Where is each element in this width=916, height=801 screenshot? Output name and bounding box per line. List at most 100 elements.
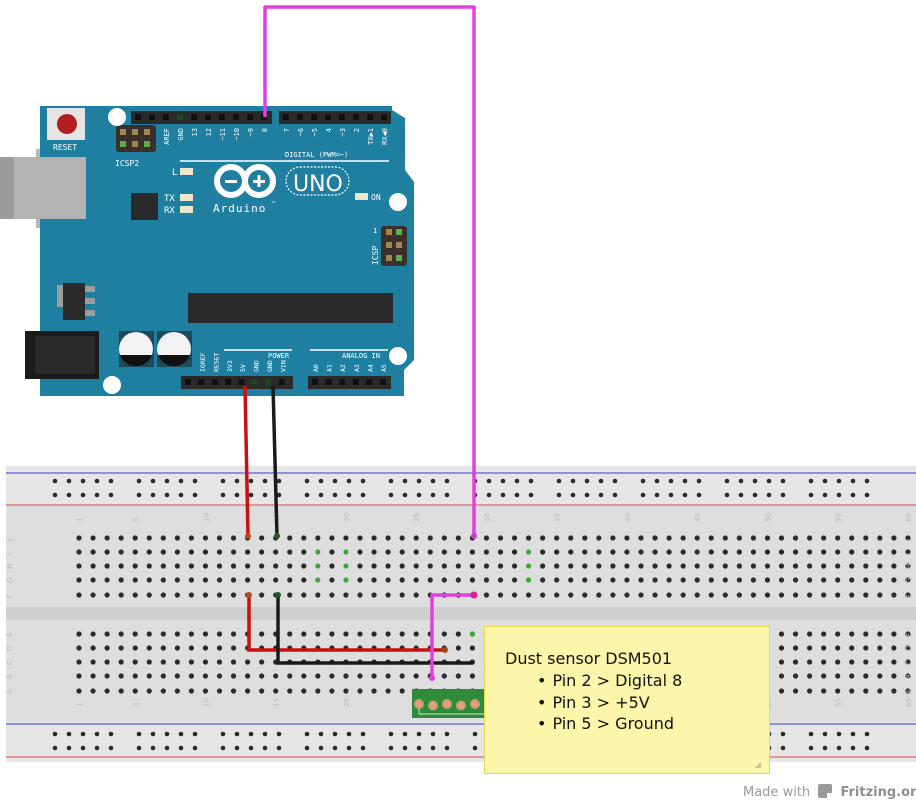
5v-wire-lower[interactable] (247, 595, 445, 652)
breadboard-hole (301, 688, 307, 694)
breadboard-hole (877, 577, 883, 583)
breadboard-hole (863, 673, 869, 679)
header-pin (205, 114, 211, 120)
digital-pin-label: ~9 (247, 128, 255, 136)
rail-hole (220, 731, 226, 737)
breadboard-hole (441, 673, 447, 679)
breadboard-hole (666, 535, 672, 541)
breadboard-hole (90, 563, 96, 569)
breadboard-hole (259, 688, 265, 694)
breadboard-hole (680, 563, 686, 569)
rail-hole (836, 478, 842, 484)
breadboard-hole (792, 688, 799, 694)
jumper-wire[interactable] (430, 593, 474, 678)
rail-hole (444, 492, 450, 498)
breadboard-hole (497, 549, 504, 555)
breadboard-hole (245, 688, 251, 694)
breadboard-hole (469, 563, 475, 569)
rail-hole (598, 492, 604, 498)
breadboard-hole (792, 631, 799, 637)
breadboard-hole (849, 673, 855, 679)
column-label: 1 (76, 703, 84, 707)
column-label: 20 (343, 698, 351, 707)
rail-hole (318, 478, 324, 484)
usb-body-shade (0, 157, 14, 219)
resize-grip-icon[interactable]: ◢ (754, 760, 761, 769)
header-pin (211, 379, 218, 385)
breadboard-hole (849, 659, 855, 665)
rail-hole (766, 492, 772, 498)
breadboard-hole (821, 659, 827, 665)
gnd-wire-lower[interactable] (276, 595, 473, 665)
breadboard-hole (230, 535, 237, 541)
row-label: C (6, 660, 14, 665)
breadboard-hole (511, 592, 518, 598)
breadboard-hole (216, 659, 223, 665)
breadboard-hole (245, 673, 251, 679)
rail-hole (738, 478, 744, 484)
breadboard-hole (118, 535, 124, 541)
rail-hole (416, 745, 422, 751)
breadboard-hole (245, 563, 251, 569)
rail-hole (528, 478, 534, 484)
breadboard-hole (160, 577, 166, 583)
rail-hole (402, 731, 408, 737)
row-label: D (6, 646, 14, 651)
breadboard-hole (877, 673, 883, 679)
rail-hole (472, 745, 478, 751)
breadboard-hole (792, 673, 799, 679)
voltage-regulator-leg (85, 310, 95, 316)
breadboard-hole (694, 592, 700, 598)
icsp2-pin (144, 129, 150, 135)
breadboard-hole (497, 577, 504, 583)
breadboard-hole (652, 592, 658, 598)
rail-hole (850, 731, 856, 737)
voltage-regulator-body (63, 283, 85, 320)
voltage-regulator-leg (85, 298, 95, 304)
digital-pin-label: ~6 (297, 128, 305, 136)
breadboard-hole (385, 577, 391, 583)
breadboard-hole (764, 577, 771, 583)
breadboard-hole (511, 577, 518, 583)
breadboard-hole (469, 673, 475, 679)
breadboard-hole (497, 535, 504, 541)
breadboard-hole (273, 673, 279, 679)
gnd-wire-upper[interactable] (271, 385, 279, 537)
breadboard-hole (694, 549, 700, 555)
breadboard-hole (413, 592, 419, 598)
signal-wire[interactable] (263, 5, 476, 536)
breadboard-hole (343, 631, 349, 637)
breadboard-hole (287, 563, 293, 569)
breadboard-hole (90, 549, 96, 555)
rail-hole (864, 731, 870, 737)
breadboard-hole (582, 577, 588, 583)
breadboard-hole (708, 592, 714, 598)
reset-label: RESET (53, 143, 77, 152)
digital-pin-label: 2 (353, 128, 361, 132)
breadboard-hole (174, 577, 180, 583)
breadboard-hole (455, 631, 461, 637)
breadboard-hole (554, 535, 560, 541)
5v-wire-lower-end (442, 647, 448, 653)
breadboard-hole (764, 563, 771, 569)
breadboard-hole (540, 549, 546, 555)
header-pin (381, 114, 387, 120)
rail-hole (108, 492, 114, 498)
breadboard-hole (863, 645, 869, 651)
rail-hole (332, 731, 338, 737)
rail-hole (80, 745, 86, 751)
breadboard-hole (104, 659, 110, 665)
rail-hole (192, 731, 198, 737)
rail-hole (402, 492, 408, 498)
led-tx (180, 194, 193, 201)
rail-hole (80, 731, 86, 737)
sensor-note[interactable]: Dust sensor DSM501 Pin 2 > Digital 8 Pin… (484, 626, 770, 774)
power-header-label: POWER (268, 352, 290, 360)
breadboard-hole (891, 645, 897, 651)
rail-hole (52, 745, 58, 751)
5v-wire-upper[interactable] (243, 385, 250, 537)
breadboard-hole (877, 631, 883, 637)
rail-hole (850, 492, 856, 498)
column-label: 50 (764, 513, 772, 522)
rail-hole (52, 478, 58, 484)
